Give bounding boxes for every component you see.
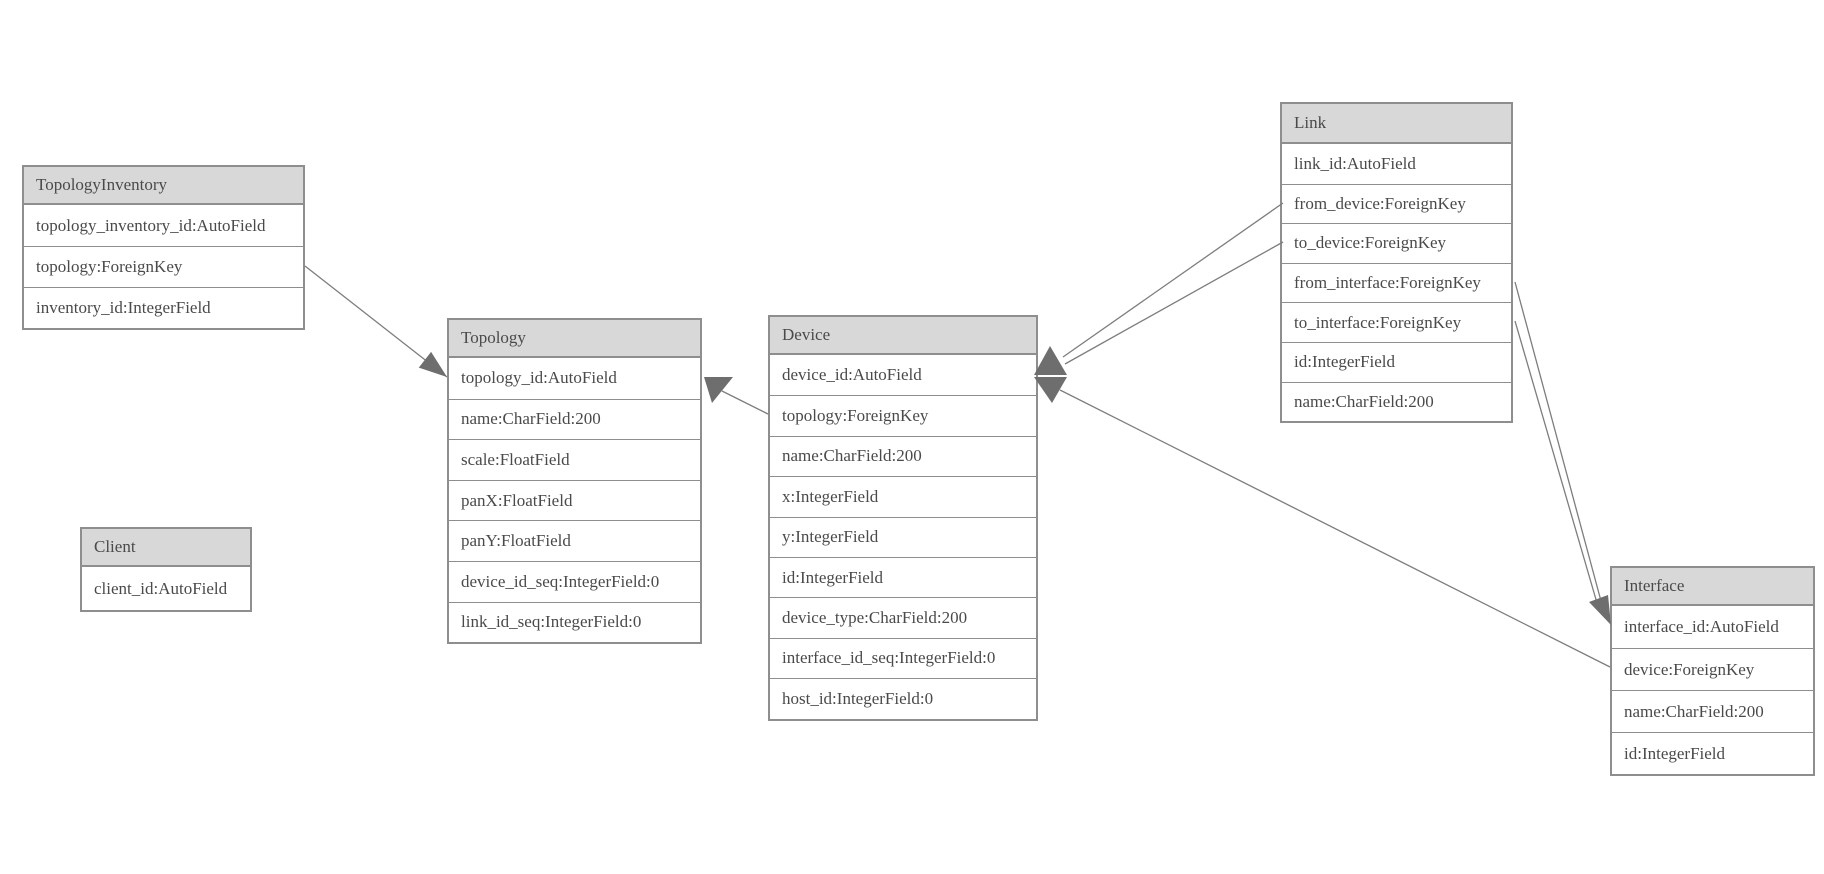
entity-field-interface-3: id:IntegerField	[1612, 732, 1813, 774]
entity-title-topology: Topology	[449, 320, 700, 358]
entity-title-topology-inventory: TopologyInventory	[24, 167, 303, 205]
entity-title-device: Device	[770, 317, 1036, 355]
entity-field-device-7: interface_id_seq:IntegerField:0	[770, 637, 1036, 679]
entity-field-topology-6: link_id_seq:IntegerField:0	[449, 601, 700, 643]
entity-field-device-6: device_type:CharField:200	[770, 597, 1036, 638]
entity-field-link-6: name:CharField:200	[1282, 381, 1511, 422]
entity-field-device-2: name:CharField:200	[770, 435, 1036, 477]
entity-title-link: Link	[1282, 104, 1511, 144]
entity-field-client-0: client_id:AutoField	[82, 567, 250, 610]
entity-field-device-8: host_id:IntegerField:0	[770, 678, 1036, 719]
entity-field-topology-4: panY:FloatField	[449, 520, 700, 561]
entity-field-device-0: device_id:AutoField	[770, 355, 1036, 396]
entity-field-topology-1: name:CharField:200	[449, 398, 700, 440]
entity-field-device-1: topology:ForeignKey	[770, 395, 1036, 436]
entity-field-topology-0: topology_id:AutoField	[449, 358, 700, 399]
entity-field-link-1: from_device:ForeignKey	[1282, 183, 1511, 224]
entity-field-topology-inventory-1: topology:ForeignKey	[24, 246, 303, 287]
entity-field-topology-inventory-2: inventory_id:IntegerField	[24, 287, 303, 328]
entity-title-interface: Interface	[1612, 568, 1813, 606]
entity-field-device-5: id:IntegerField	[770, 556, 1036, 598]
entity-field-link-2: to_device:ForeignKey	[1282, 223, 1511, 263]
entity-field-link-3: from_interface:ForeignKey	[1282, 262, 1511, 303]
entity-field-topology-3: panX:FloatField	[449, 479, 700, 521]
entity-field-device-3: x:IntegerField	[770, 476, 1036, 517]
entity-field-topology-inventory-0: topology_inventory_id:AutoField	[24, 205, 303, 246]
entity-field-interface-1: device:ForeignKey	[1612, 648, 1813, 690]
entity-field-topology-5: device_id_seq:IntegerField:0	[449, 560, 700, 602]
entity-field-interface-0: interface_id:AutoField	[1612, 606, 1813, 648]
entity-field-link-0: link_id:AutoField	[1282, 144, 1511, 184]
entity-field-link-5: id:IntegerField	[1282, 341, 1511, 382]
entity-field-link-4: to_interface:ForeignKey	[1282, 302, 1511, 342]
entity-field-interface-2: name:CharField:200	[1612, 690, 1813, 732]
entity-field-topology-2: scale:FloatField	[449, 439, 700, 480]
entity-field-device-4: y:IntegerField	[770, 516, 1036, 557]
entity-title-client: Client	[82, 529, 250, 567]
